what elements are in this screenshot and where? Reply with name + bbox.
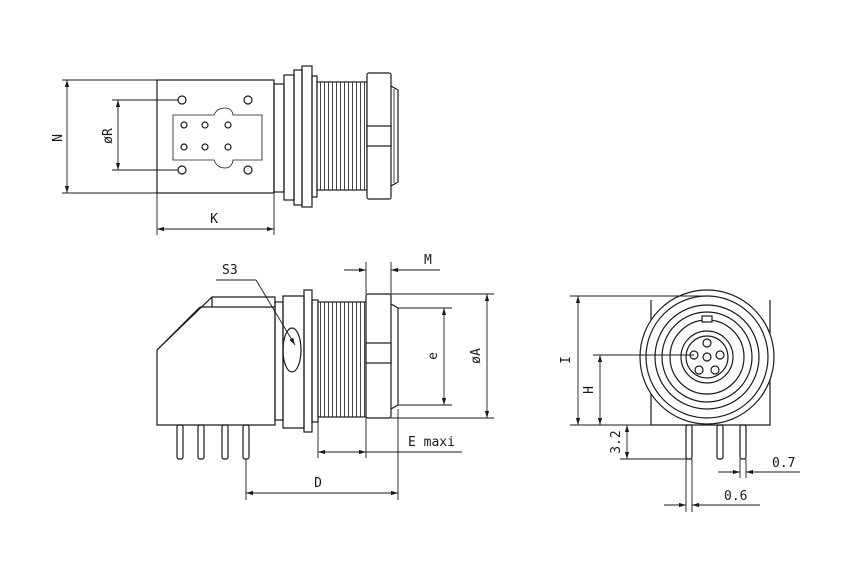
dimension-D: D — [245, 409, 399, 500]
contact-dots — [180, 121, 232, 151]
label-S3: S3 — [222, 263, 238, 278]
front-view — [639, 289, 775, 460]
label-M: M — [424, 253, 432, 268]
dimension-E: E maxi — [317, 418, 462, 458]
label-H: H — [582, 386, 597, 394]
dimension-K: K — [156, 193, 275, 235]
dimension-0-6: 0.6 — [664, 459, 760, 512]
label-3-2: 3.2 — [609, 430, 624, 453]
pcb-pin-holes — [177, 95, 253, 175]
dimension-M: M — [344, 253, 440, 294]
label-I: I — [559, 356, 574, 364]
dimension-I: I — [559, 295, 707, 426]
dimension-R: øR — [101, 99, 178, 171]
dimension-N: N — [51, 79, 157, 194]
callout-S3: S3 — [216, 263, 296, 346]
side-pins — [176, 424, 250, 460]
label-R: øR — [101, 128, 116, 144]
label-0-6: 0.6 — [724, 489, 747, 504]
label-N: N — [51, 134, 66, 142]
front-contacts — [689, 338, 725, 375]
dimension-H: H — [582, 354, 694, 425]
dimension-e: e — [398, 307, 452, 406]
front-pins — [685, 424, 747, 460]
label-K: K — [210, 212, 218, 227]
label-A: øA — [469, 348, 484, 364]
label-D: D — [314, 476, 322, 491]
dimension-3-2: 3.2 — [609, 425, 692, 460]
label-0-7: 0.7 — [772, 456, 795, 471]
label-E: E maxi — [408, 435, 455, 450]
label-e: e — [426, 352, 441, 360]
top-view — [156, 65, 399, 208]
side-view — [156, 289, 399, 460]
dimension-A: øA — [391, 293, 494, 419]
dimension-0-7: 0.7 — [718, 456, 800, 478]
